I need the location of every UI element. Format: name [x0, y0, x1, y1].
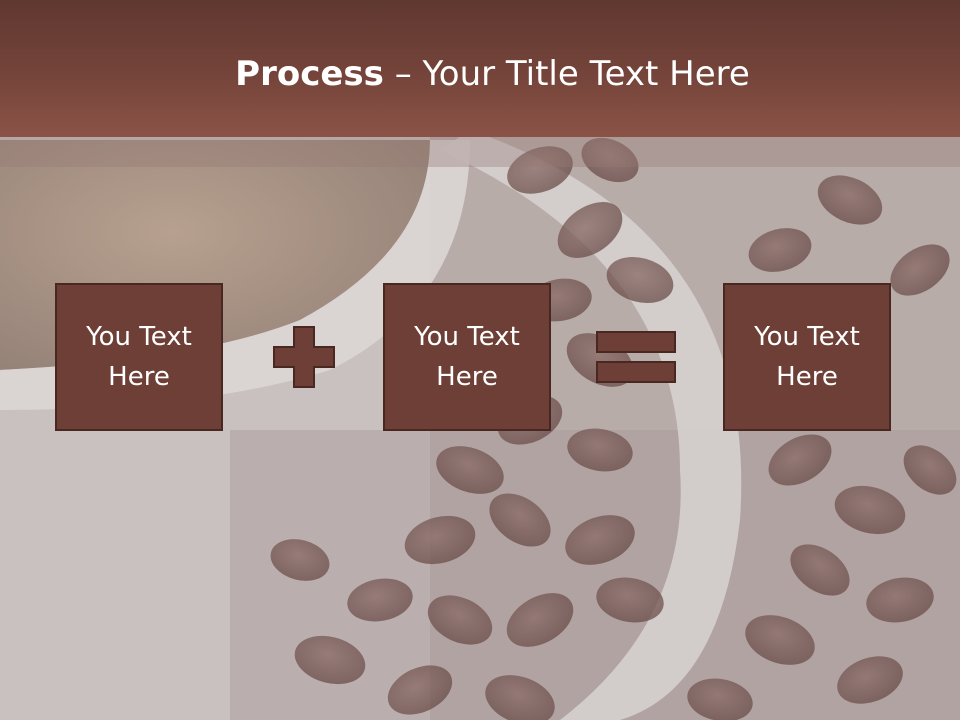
equals-icon — [596, 331, 676, 383]
slide-title-rest: Your Title Text Here — [422, 54, 750, 94]
slide-title: Process – Your Title Text Here — [0, 50, 960, 98]
plus-icon — [273, 326, 335, 388]
title-bar-shadow-strip — [0, 137, 960, 167]
slide-title-dash: – — [383, 54, 423, 94]
process-step-1-box: You Text Here — [55, 283, 223, 431]
title-bar — [0, 0, 960, 137]
process-result-box: You Text Here — [723, 283, 891, 431]
process-step-1-text: You Text Here — [86, 322, 192, 392]
process-step-2-box: You Text Here — [383, 283, 551, 431]
process-step-2-text: You Text Here — [414, 322, 520, 392]
slide-title-bold: Process — [235, 54, 384, 94]
process-result-text: You Text Here — [754, 322, 860, 392]
